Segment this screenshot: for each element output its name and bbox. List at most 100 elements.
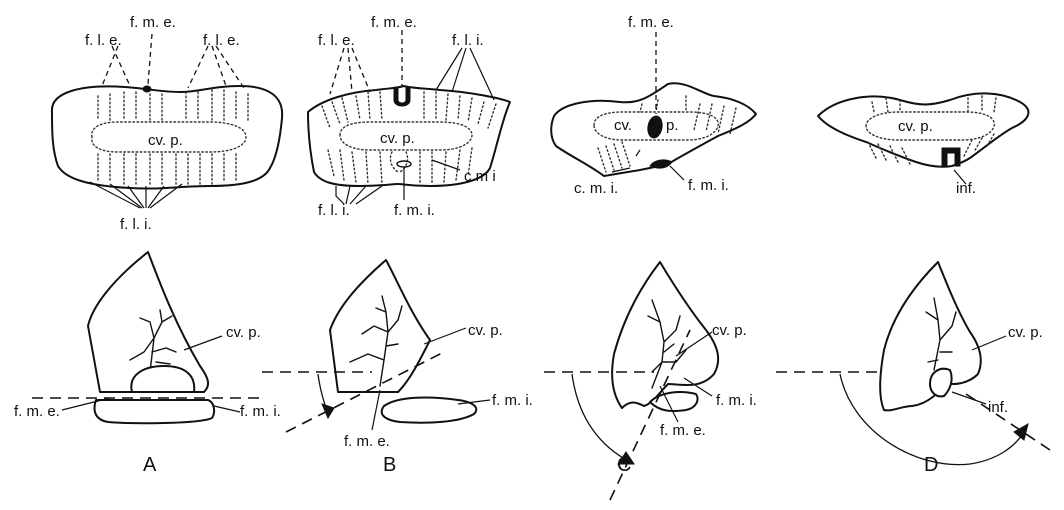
panel-b: f. l. e. f. m. e. f. l. i. cv. p. c m i … (262, 14, 533, 476)
vascular-strand (647, 299, 687, 389)
cross-section-outline (550, 82, 757, 177)
infolded-flap (929, 367, 953, 398)
cross-section-c: f. m. e. cv. p. c. m. i. f. m. i. (550, 14, 757, 197)
leader-fle-right (187, 45, 245, 89)
leader-cmi-c (611, 149, 641, 173)
label-cv: cv. (614, 117, 632, 134)
cross-section-d: cv. p. inf. (817, 92, 1030, 197)
leaf-label-fmi: f. m. i. (492, 392, 533, 409)
label-fli: f. l. i. (120, 216, 152, 233)
leaf-outline (879, 261, 982, 412)
label-fmi: f. m. i. (688, 177, 729, 194)
detached-base (93, 399, 216, 425)
lateral-strands (597, 95, 737, 173)
label-fle-left: f. l. e. (85, 32, 122, 49)
inner-flap (130, 365, 196, 393)
leader-leaf-fmi (457, 399, 491, 405)
median-groove-ext (393, 87, 411, 107)
label-p: p. (666, 117, 679, 134)
detached-flap (649, 391, 699, 412)
label-fli-top: f. l. i. (452, 32, 484, 49)
leader-fli-bottom-b (335, 185, 383, 205)
leaf-outline (87, 251, 210, 393)
detached-flap (380, 396, 478, 424)
leader-fli-a (89, 181, 183, 209)
panel-c: f. m. e. cv. p. c. m. i. f. m. i. cv. p.… (544, 14, 757, 501)
infolding-mark (941, 147, 961, 167)
leaf-c: cv. p. f. m. i. f. m. e. (544, 261, 757, 501)
leaf-label-cvp: cv. p. (1008, 324, 1043, 341)
leaf-outline (329, 259, 431, 393)
leaf-label-fmi: f. m. i. (716, 392, 757, 409)
leaf-label-fme: f. m. e. (660, 422, 706, 439)
cross-section-outline (307, 85, 511, 187)
leaf-label-fmi: f. m. i. (240, 403, 281, 420)
leaf-d: cv. p. inf. (776, 261, 1051, 466)
rotation-arrowhead (1013, 422, 1029, 441)
leader-leaf-cvp (423, 327, 467, 345)
label-cvp: cv. p. (148, 132, 183, 149)
rotation-arrowhead (617, 451, 635, 465)
leader-inf-cs (953, 169, 967, 185)
central-vascular-cylinder (865, 111, 995, 141)
vascular-strand (925, 297, 957, 371)
leaf-label-fme: f. m. e. (14, 403, 60, 420)
vascular-strand (349, 295, 403, 387)
vascular-strand (129, 309, 177, 373)
panel-letter-b: B (383, 454, 396, 476)
leader-leaf-cvp (183, 335, 223, 351)
central-vascular-cylinder (593, 111, 719, 141)
lateral-strands (867, 95, 997, 165)
cross-section-outline (817, 92, 1030, 168)
leader-leaf-fme (659, 385, 679, 423)
central-vascular-cylinder (91, 121, 247, 153)
leaf-outline (611, 261, 720, 409)
leader-leaf-fmi (213, 405, 241, 413)
central-vascular-cylinder (339, 121, 473, 151)
rotation-arc (571, 373, 631, 463)
label-cmi: c m i (464, 168, 496, 185)
leader-leaf-cvp (675, 331, 713, 357)
leaf-label-cvp: cv. p. (712, 322, 747, 339)
cut-line-oblique (285, 351, 445, 433)
leader-fme-a (147, 33, 153, 85)
median-groove-int (649, 159, 673, 169)
label-fle: f. l. e. (318, 32, 355, 49)
lateral-strands (97, 89, 249, 185)
cross-section-b: f. l. e. f. m. e. f. l. i. cv. p. c m i … (307, 14, 511, 219)
leaf-label-cvp: cv. p. (468, 322, 503, 339)
leaf-a: cv. p. f. m. e. f. m. i. (14, 251, 281, 425)
leader-fmi-c (669, 165, 685, 181)
leader-fle-b (329, 47, 371, 95)
leader-leaf-fme (61, 397, 111, 411)
label-inf: inf. (956, 180, 976, 197)
label-fme: f. m. e. (130, 14, 176, 31)
leader-cmi-b (431, 159, 461, 171)
panel-d: cv. p. inf. cv. p. inf. D (776, 92, 1051, 476)
panel-letter-c: C (617, 454, 631, 476)
rotation-arc (839, 373, 1025, 466)
leaf-b: cv. p. f. m. i. f. m. e. (262, 259, 533, 450)
label-fli-bottom: f. l. i. (318, 202, 350, 219)
label-fmi: f. m. i. (394, 202, 435, 219)
median-groove-mark (142, 85, 152, 93)
rotation-arrowhead (321, 403, 335, 420)
label-cvp: cv. p. (380, 130, 415, 147)
panel-a: f. l. e. f. m. e. f. l. e. cv. p. f. l. … (14, 14, 284, 476)
leader-leaf-fmi (683, 377, 713, 397)
median-groove-int (396, 160, 412, 168)
leader-leaf-fme (371, 389, 381, 431)
leader-fli-top-b (435, 47, 495, 101)
leader-leaf-inf (951, 391, 987, 405)
panel-letter-a: A (143, 454, 157, 476)
leaf-label-cvp: cv. p. (226, 324, 261, 341)
leaf-label-fme: f. m. e. (344, 433, 390, 450)
cross-section-a: f. l. e. f. m. e. f. l. e. cv. p. f. l. … (50, 14, 284, 233)
lateral-strands (321, 91, 497, 185)
leader-fle-left (101, 45, 131, 87)
cut-line-oblique (609, 329, 691, 501)
panel-letter-d: D (924, 454, 938, 476)
leader-leaf-cvp (971, 335, 1007, 351)
